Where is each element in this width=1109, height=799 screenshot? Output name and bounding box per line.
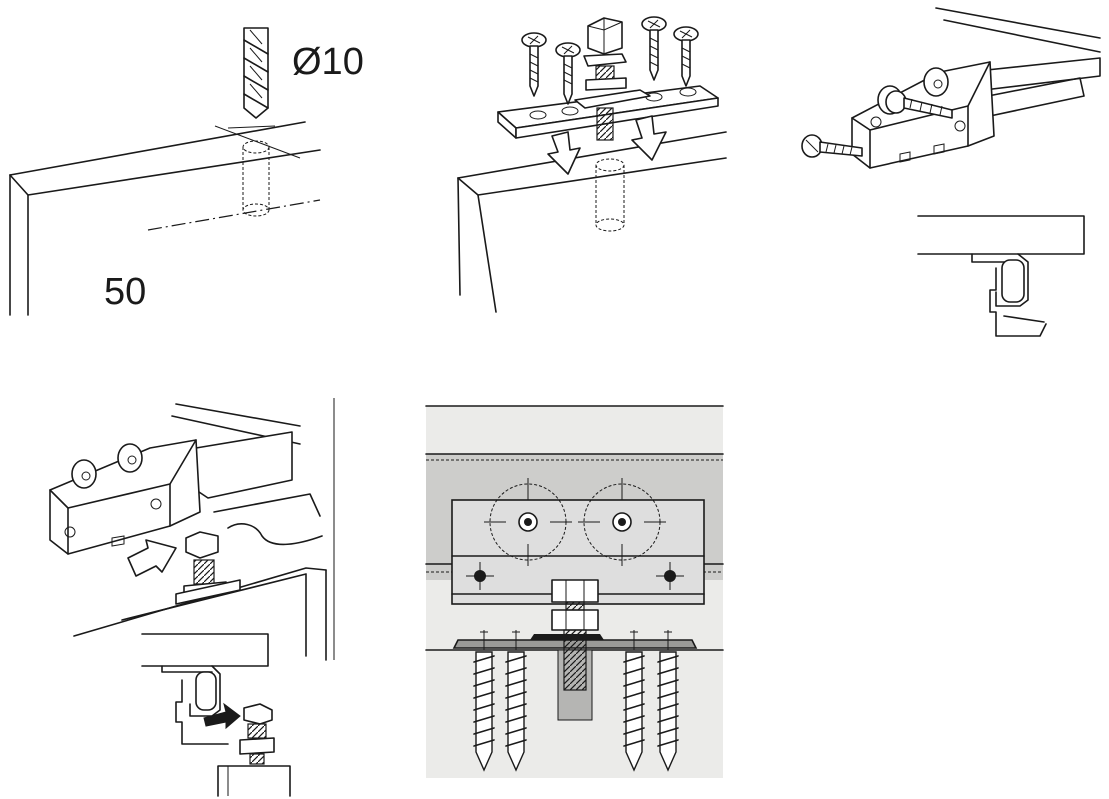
arrow-right-icon: [203, 702, 241, 730]
mounting-plate: [497, 85, 719, 139]
screw-icon: [505, 630, 527, 772]
ceiling-track: [935, 7, 1101, 117]
screw-icon: [521, 32, 547, 97]
drill-hole-outline: [595, 158, 625, 232]
roller-carriage: [49, 439, 201, 555]
centre-line: [147, 199, 321, 231]
door-edge: [217, 765, 291, 797]
arrow-right-icon: [127, 539, 177, 577]
screw-icon: [641, 16, 667, 81]
arrow-down-icon: [547, 131, 581, 175]
marking-line-a: [214, 125, 301, 159]
screw-icon: [623, 630, 645, 772]
screw-icon: [473, 630, 495, 772]
bolt-icon: [239, 703, 275, 765]
door-panel: [457, 131, 727, 313]
roller-carriage: [851, 61, 995, 169]
track-cross-section: [141, 633, 269, 745]
screw-icon: [657, 630, 679, 772]
screw-icon: [555, 42, 581, 105]
step-2-fitting-plate: [457, 16, 727, 313]
door-panel: [73, 567, 327, 661]
drill-diameter-label: Ø10: [292, 41, 364, 83]
step-4-engage-bolt: [49, 403, 327, 797]
screw-icon: [673, 26, 699, 87]
drill-bit-icon: [243, 27, 269, 119]
distance-label: 50: [104, 271, 146, 313]
bolt-icon: [583, 17, 627, 141]
fixing-points: [466, 562, 684, 590]
screw-icon: [885, 90, 953, 119]
step-5-section-detail: [425, 405, 724, 778]
roller-wheels: [484, 478, 666, 566]
bolt-icon: [551, 579, 599, 691]
screw-icon: [801, 134, 863, 158]
track-cross-section: [917, 215, 1085, 337]
ceiling-track: [171, 403, 323, 546]
arrow-down-icon: [631, 115, 667, 161]
svg-text:Ø10: Ø10: [292, 41, 364, 83]
step-3-carriage-track: [801, 7, 1101, 337]
drill-hole-outline: [242, 140, 270, 217]
marking-line-b: [227, 125, 276, 129]
step-1-drilling: Ø10 50: [9, 27, 364, 316]
door-panel: [9, 121, 321, 316]
